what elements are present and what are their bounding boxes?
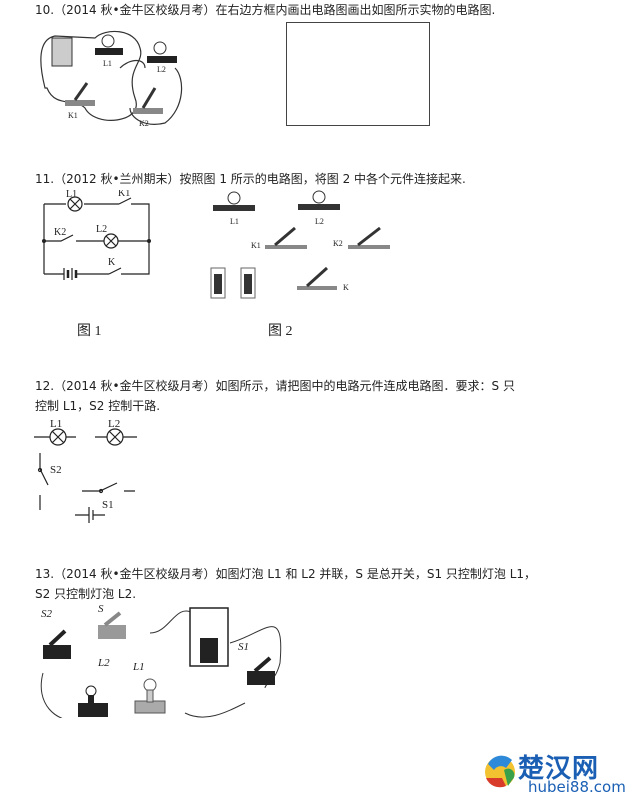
label-L2: L2 bbox=[315, 217, 324, 226]
label-S1: S1 bbox=[238, 641, 249, 653]
label-K2: K2 bbox=[54, 227, 66, 238]
label-L1: L1 bbox=[66, 190, 77, 200]
label-L2: L2 bbox=[96, 224, 107, 235]
label-K1: K1 bbox=[251, 241, 261, 250]
label-L2: L2 bbox=[108, 418, 120, 430]
label-K: K bbox=[343, 283, 349, 292]
watermark-name: 楚汉网 bbox=[518, 754, 600, 784]
watermark-domain: hubei88.com bbox=[528, 778, 626, 796]
label-S: S bbox=[98, 603, 104, 615]
label-L1: L1 bbox=[230, 217, 239, 226]
figure-1-caption: 图 1 bbox=[77, 324, 102, 339]
answer-drawing-box[interactable] bbox=[286, 22, 430, 126]
figure-2-caption: 图 2 bbox=[268, 324, 293, 339]
label-K2: K2 bbox=[333, 239, 343, 248]
label-L1: L1 bbox=[132, 661, 145, 673]
q11-figure-1-circuit-diagram: L1 K1 K2 L2 K bbox=[42, 190, 151, 280]
watermark-logo-icon bbox=[485, 755, 515, 788]
label-S1: S1 bbox=[102, 499, 114, 511]
label-L1: L1 bbox=[50, 418, 62, 430]
q10-physical-circuit-figure: L1 L2 K1 K2 bbox=[40, 30, 183, 128]
question-12-line-1: 12.（2014 秋•金牛区校级月考）如图所示，请把图中的电路元件连成电路图．要… bbox=[35, 379, 515, 393]
label-K1: K1 bbox=[68, 111, 78, 120]
q11-figure-2-components: L1 L2 K1 K2 K bbox=[210, 190, 390, 299]
question-13-line-1: 13.（2014 秋•金牛区校级月考）如图灯泡 L1 和 L2 并联，S 是总开… bbox=[35, 567, 537, 581]
label-K2: K2 bbox=[139, 119, 149, 128]
question-11-text: 11.（2012 秋•兰州期末）按照图 1 所示的电路图，将图 2 中各个元件连… bbox=[35, 172, 466, 186]
label-K: K bbox=[108, 257, 116, 268]
label-S2: S2 bbox=[41, 608, 53, 620]
label-L2: L2 bbox=[97, 657, 110, 669]
label-L2: L2 bbox=[157, 65, 166, 74]
question-12-line-2: 控制 L1，S2 控制干路. bbox=[35, 399, 161, 413]
q12-circuit-components: L1 L2 S2 S1 bbox=[34, 418, 137, 523]
label-S2: S2 bbox=[50, 464, 62, 476]
label-K1: K1 bbox=[118, 190, 130, 199]
q13-physical-circuit-figure: S2 S L2 L1 S1 bbox=[40, 603, 282, 718]
label-L1: L1 bbox=[103, 59, 112, 68]
question-13-line-2: S2 只控制灯泡 L2. bbox=[35, 587, 137, 601]
question-10-text: 10.（2014 秋•金牛区校级月考）在右边方框内画出电路图画出如图所示实物的电… bbox=[35, 3, 496, 17]
